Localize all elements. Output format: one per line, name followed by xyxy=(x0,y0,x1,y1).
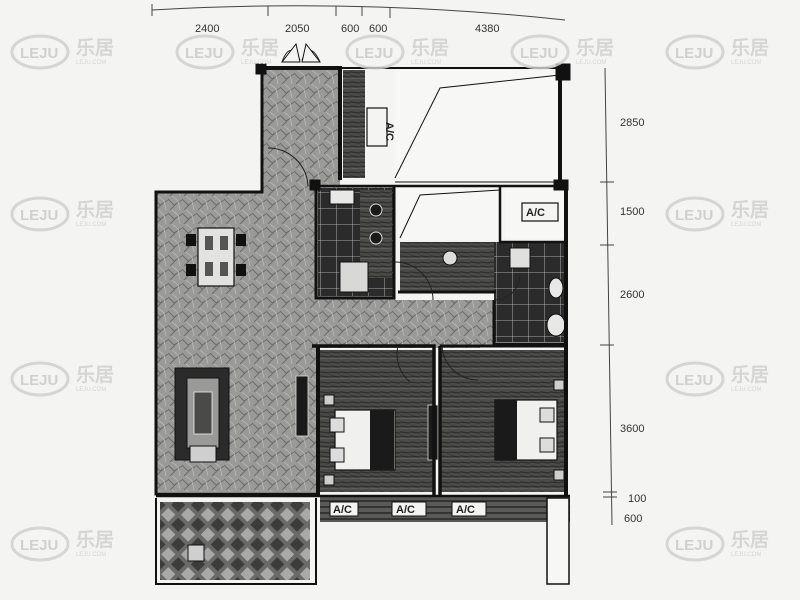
dim-top-5: 4380 xyxy=(475,23,499,35)
watermark-logo: LEJU xyxy=(355,45,393,62)
watermark-domain: LEJU.COM xyxy=(76,222,106,228)
bathroom: A/C xyxy=(494,188,566,342)
ac-label-1: A/C xyxy=(383,122,395,141)
watermark-logo: LEJU xyxy=(20,537,58,554)
watermark-brand: 乐居 xyxy=(731,199,769,221)
watermark-brand: 乐居 xyxy=(731,37,769,59)
watermark-domain: LEJU.COM xyxy=(76,552,106,558)
watermark-domain: LEJU.COM xyxy=(731,222,761,228)
dim-top-3: 600 xyxy=(341,23,359,35)
watermark-brand: 乐居 xyxy=(76,37,114,59)
balcony-top xyxy=(395,70,560,185)
balcony-bottom-left xyxy=(160,502,310,580)
dining-table xyxy=(186,227,246,287)
watermark-logo: LEJU xyxy=(20,372,58,389)
watermark-domain: LEJU.COM xyxy=(76,60,106,66)
bedroom-right xyxy=(440,350,568,492)
dim-top-2: 2050 xyxy=(285,23,309,35)
watermark-logo: LEJU xyxy=(185,45,223,62)
watermark-domain: LEJU.COM xyxy=(731,387,761,393)
watermark-brand: 乐居 xyxy=(241,37,279,59)
dim-top-1: 2400 xyxy=(195,23,219,35)
walls xyxy=(154,63,571,585)
watermark-domain: LEJU.COM xyxy=(241,60,271,66)
balcony-bottom-right xyxy=(546,497,570,585)
feature-wall-strip xyxy=(343,70,365,178)
watermark-domain: LEJU.COM xyxy=(76,387,106,393)
watermark-brand: 乐居 xyxy=(576,37,614,59)
ac-label-5: A/C xyxy=(456,504,475,516)
dim-top-4: 600 xyxy=(369,23,387,35)
bedroom-left xyxy=(320,350,434,492)
dim-right-6: 600 xyxy=(624,513,642,525)
watermark-brand: 乐居 xyxy=(76,199,114,221)
entrance-hall xyxy=(268,70,336,184)
right-dimension-line: 2850 1500 2600 3600 100 600 xyxy=(600,67,646,526)
top-dimension-line: 2400 2050 600 600 4380 xyxy=(151,4,566,35)
watermark-logo: LEJU xyxy=(20,45,58,62)
dim-right-5: 100 xyxy=(628,493,646,505)
ac-box-1 xyxy=(366,107,388,147)
sofa-set xyxy=(174,367,230,463)
dim-right-3: 2600 xyxy=(620,289,644,301)
watermark-logo: LEJU xyxy=(675,45,713,62)
tv-cabinet-living xyxy=(295,375,309,437)
dim-right-1: 2850 xyxy=(620,117,644,129)
watermark-logo: LEJU xyxy=(20,207,58,224)
watermark-brand: 乐居 xyxy=(76,364,114,386)
kitchen xyxy=(318,188,394,296)
watermark-logo: LEJU xyxy=(675,537,713,554)
watermark-domain: LEJU.COM xyxy=(576,60,606,66)
dim-right-2: 1500 xyxy=(620,206,644,218)
watermark-brand: 乐居 xyxy=(731,364,769,386)
utility-room xyxy=(400,242,496,292)
dim-right-4: 3600 xyxy=(620,423,644,435)
watermark-logo: LEJU xyxy=(520,45,558,62)
watermark-brand: 乐居 xyxy=(731,529,769,551)
watermark-logo: LEJU xyxy=(675,207,713,224)
ac-label-2: A/C xyxy=(526,207,545,219)
watermarks: LEJU 乐居 LEJU.COM LEJU 乐居 LEJU.COM LEJU 乐… xyxy=(10,34,769,562)
watermark-domain: LEJU.COM xyxy=(731,552,761,558)
watermark-domain: LEJU.COM xyxy=(411,60,441,66)
watermark-brand: 乐居 xyxy=(411,37,449,59)
ac-label-4: A/C xyxy=(396,504,415,516)
watermark-logo: LEJU xyxy=(675,372,713,389)
watermark-domain: LEJU.COM xyxy=(731,60,761,66)
watermark-brand: 乐居 xyxy=(76,529,114,551)
utility-balcony xyxy=(398,188,500,240)
bottom-ac-strip: A/C A/C A/C xyxy=(320,496,570,522)
ac-label-3: A/C xyxy=(333,504,352,516)
